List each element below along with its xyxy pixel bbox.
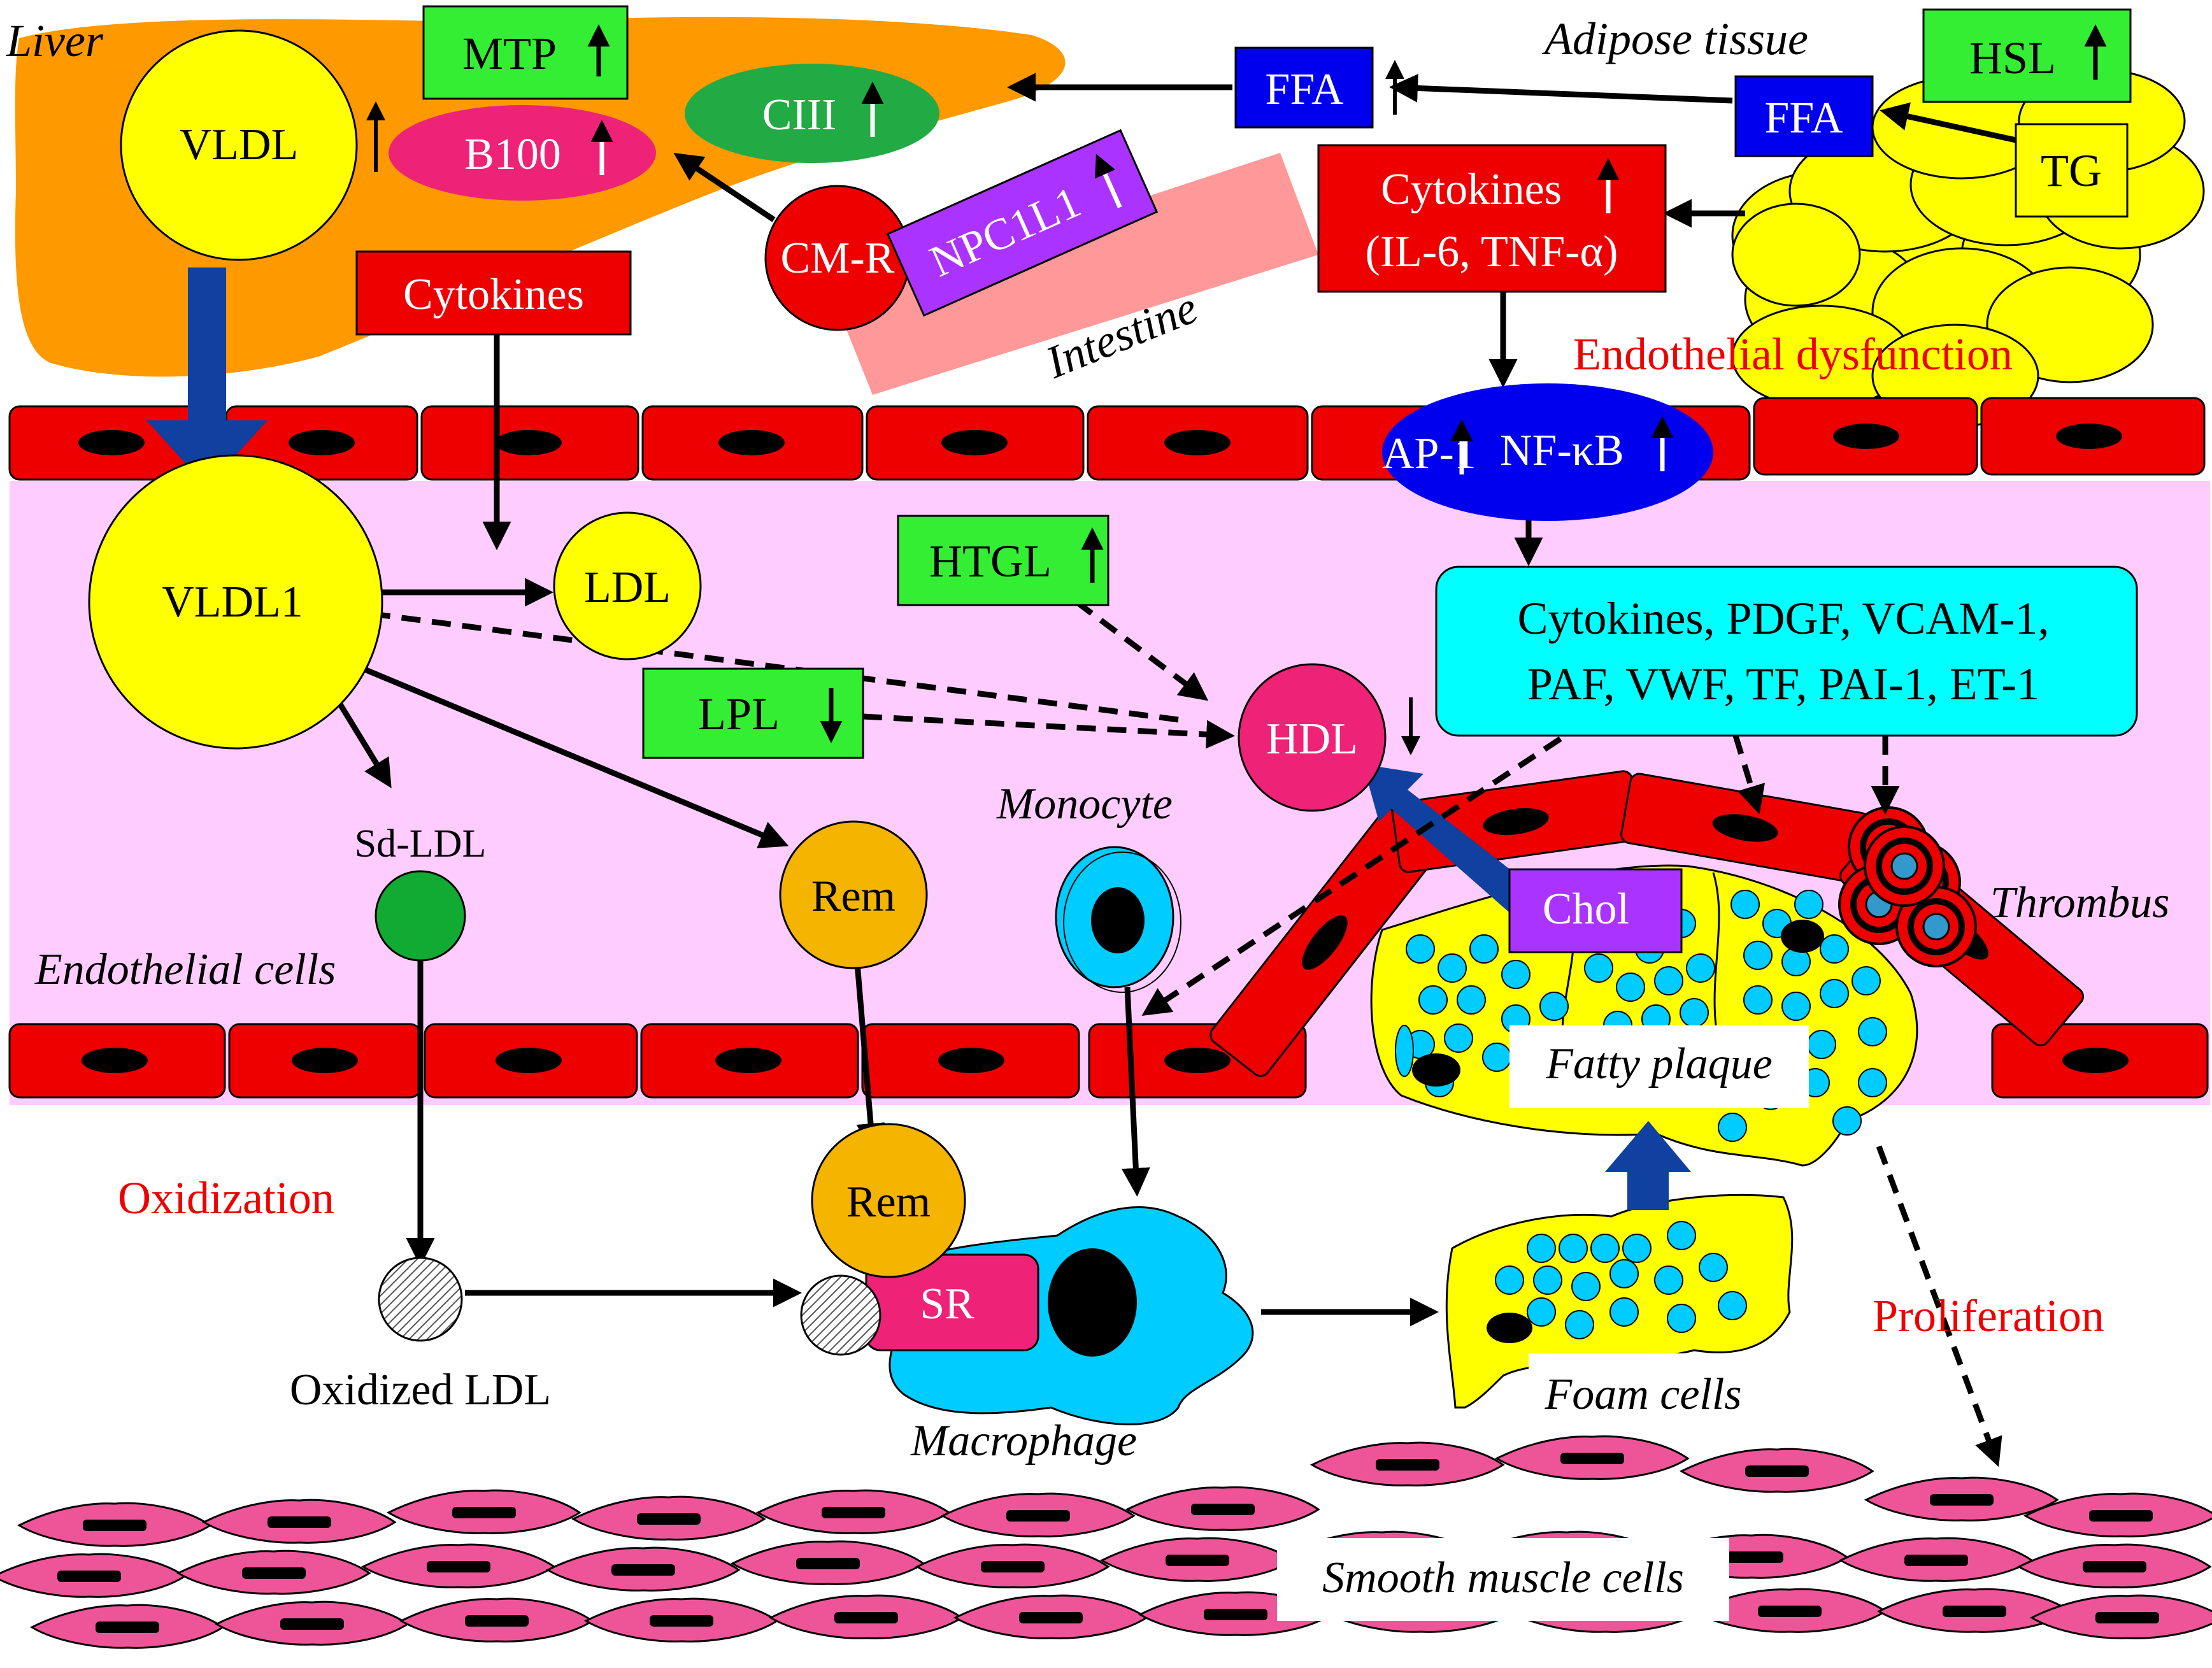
nfkb-label: NF-κB (1500, 426, 1624, 475)
chol-label: Chol (1543, 885, 1629, 934)
chol-box (1508, 868, 1683, 953)
oxldl-bound-particle (800, 1274, 881, 1356)
macrophage-label: Macrophage (910, 1416, 1137, 1465)
vldl1-label: VLDL1 (162, 578, 303, 627)
ffa-box-right (1734, 75, 1874, 157)
smooth-muscle-label: Smooth muscle cells (1322, 1553, 1684, 1602)
vldl-particle (120, 29, 358, 261)
arrow-adipose-ffa-to-ffa (1389, 73, 1733, 104)
oxidization-label: Oxidization (118, 1173, 334, 1223)
rem-particle-intima (811, 1123, 966, 1278)
sdldl-particle (375, 870, 466, 962)
liver-label: Liver (6, 15, 104, 66)
sr-label: SR (920, 1280, 974, 1329)
ffa-left-label: FFA (1265, 65, 1344, 114)
fatty-plaque-label-box (1509, 1025, 1809, 1108)
endothelium-bottom (8, 1023, 2209, 1099)
monocyte-cell (1055, 846, 1181, 993)
vldl1-particle (88, 454, 383, 750)
ffa-box-left (1234, 46, 1374, 129)
oxldl-particle (378, 1257, 463, 1342)
solid-arrows (316, 73, 2016, 1327)
monocyte-label: Monocyte (996, 780, 1173, 829)
intestine-band (834, 153, 1318, 395)
endothelium-top (8, 397, 2206, 481)
arrow-cmr-to-liver (673, 153, 776, 222)
mediators-box (1435, 566, 2138, 737)
cytokines-liver-label: Cytokines (403, 270, 584, 319)
ciii-label: CIII (762, 90, 837, 139)
dashed-arrows (348, 599, 2002, 1467)
oxidized-ldl-label: Oxidized LDL (290, 1365, 551, 1415)
lpl-label: LPL (698, 688, 780, 739)
cytokines-liver-box (355, 250, 632, 336)
vldl-secretion-arrow (146, 267, 268, 487)
rem2-label: Rem (846, 1178, 931, 1227)
dash-proliferation (1876, 1145, 2002, 1467)
dash-mediators-to-plaque (1732, 734, 1766, 815)
dash-htgl-to-hdl (1074, 599, 1209, 701)
ffa-right-label: FFA (1764, 94, 1843, 143)
cytokines-il-line2: (IL-6, TNF-α) (1366, 227, 1618, 276)
arrow-vldl1-to-rem (324, 650, 789, 848)
hdl-label: HDL (1266, 715, 1358, 764)
thrombus-label: Thrombus (1990, 878, 2169, 927)
mediators-line2: PAF, VWF, TF, PAI-1, ET-1 (1527, 659, 2039, 709)
rem-particle-lumen (779, 820, 928, 969)
mtp-label: MTP (462, 28, 557, 79)
mtp-box (422, 5, 629, 100)
cytokines-il-line1: Cytokines (1381, 165, 1562, 214)
foam-cells-label: Foam cells (1544, 1370, 1741, 1419)
cmr-label: CM-R (781, 234, 895, 283)
vldl-label: VLDL (180, 120, 299, 169)
ldl-particle (553, 511, 702, 660)
b100-ellipse (389, 105, 656, 201)
fatty-plaque-label: Fatty plaque (1545, 1039, 1773, 1088)
smooth-muscle-layer (0, 1435, 2212, 1649)
tg-label: TG (2041, 145, 2102, 196)
rem1-label: Rem (811, 872, 896, 921)
foam-to-plaque-arrow (1605, 1121, 1691, 1210)
b100-label: B100 (464, 130, 561, 179)
htgl-label: HTGL (929, 536, 1052, 587)
arrow-tg-to-ffa (1880, 102, 2016, 143)
dash-hdl-to-vldl1 (348, 600, 1179, 723)
htgl-box (897, 515, 1110, 606)
endothelial-dysfunction-label: Endothelial dysfunction (1573, 329, 2013, 380)
dash-mediators-to-monocyte (1141, 736, 1562, 1016)
hdl-particle (1238, 663, 1387, 812)
mediators-line1: Cytokines, PDGF, VCAM-1, (1517, 593, 2049, 644)
endothelial-cells-label: Endothelial cells (34, 945, 336, 994)
sdldl-label: Sd-LDL (355, 822, 487, 866)
transcription-factor-ellipse (1382, 383, 1713, 521)
arrow-monocyte-to-macrophage (1121, 987, 1150, 1197)
smooth-muscle-label-box (1277, 1538, 1729, 1621)
hsl-label: HSL (1969, 32, 2056, 83)
foam-cells-label-box (1529, 1353, 1758, 1430)
adipose-label: Adipose tissue (1542, 13, 1808, 64)
ap1-nfkb-up-arrows (1450, 416, 1674, 474)
chol-efflux-arrow (1363, 764, 1551, 927)
proliferation-label: Proliferation (1873, 1290, 2104, 1341)
ldl-label: LDL (584, 563, 671, 612)
tg-box (2015, 123, 2129, 218)
